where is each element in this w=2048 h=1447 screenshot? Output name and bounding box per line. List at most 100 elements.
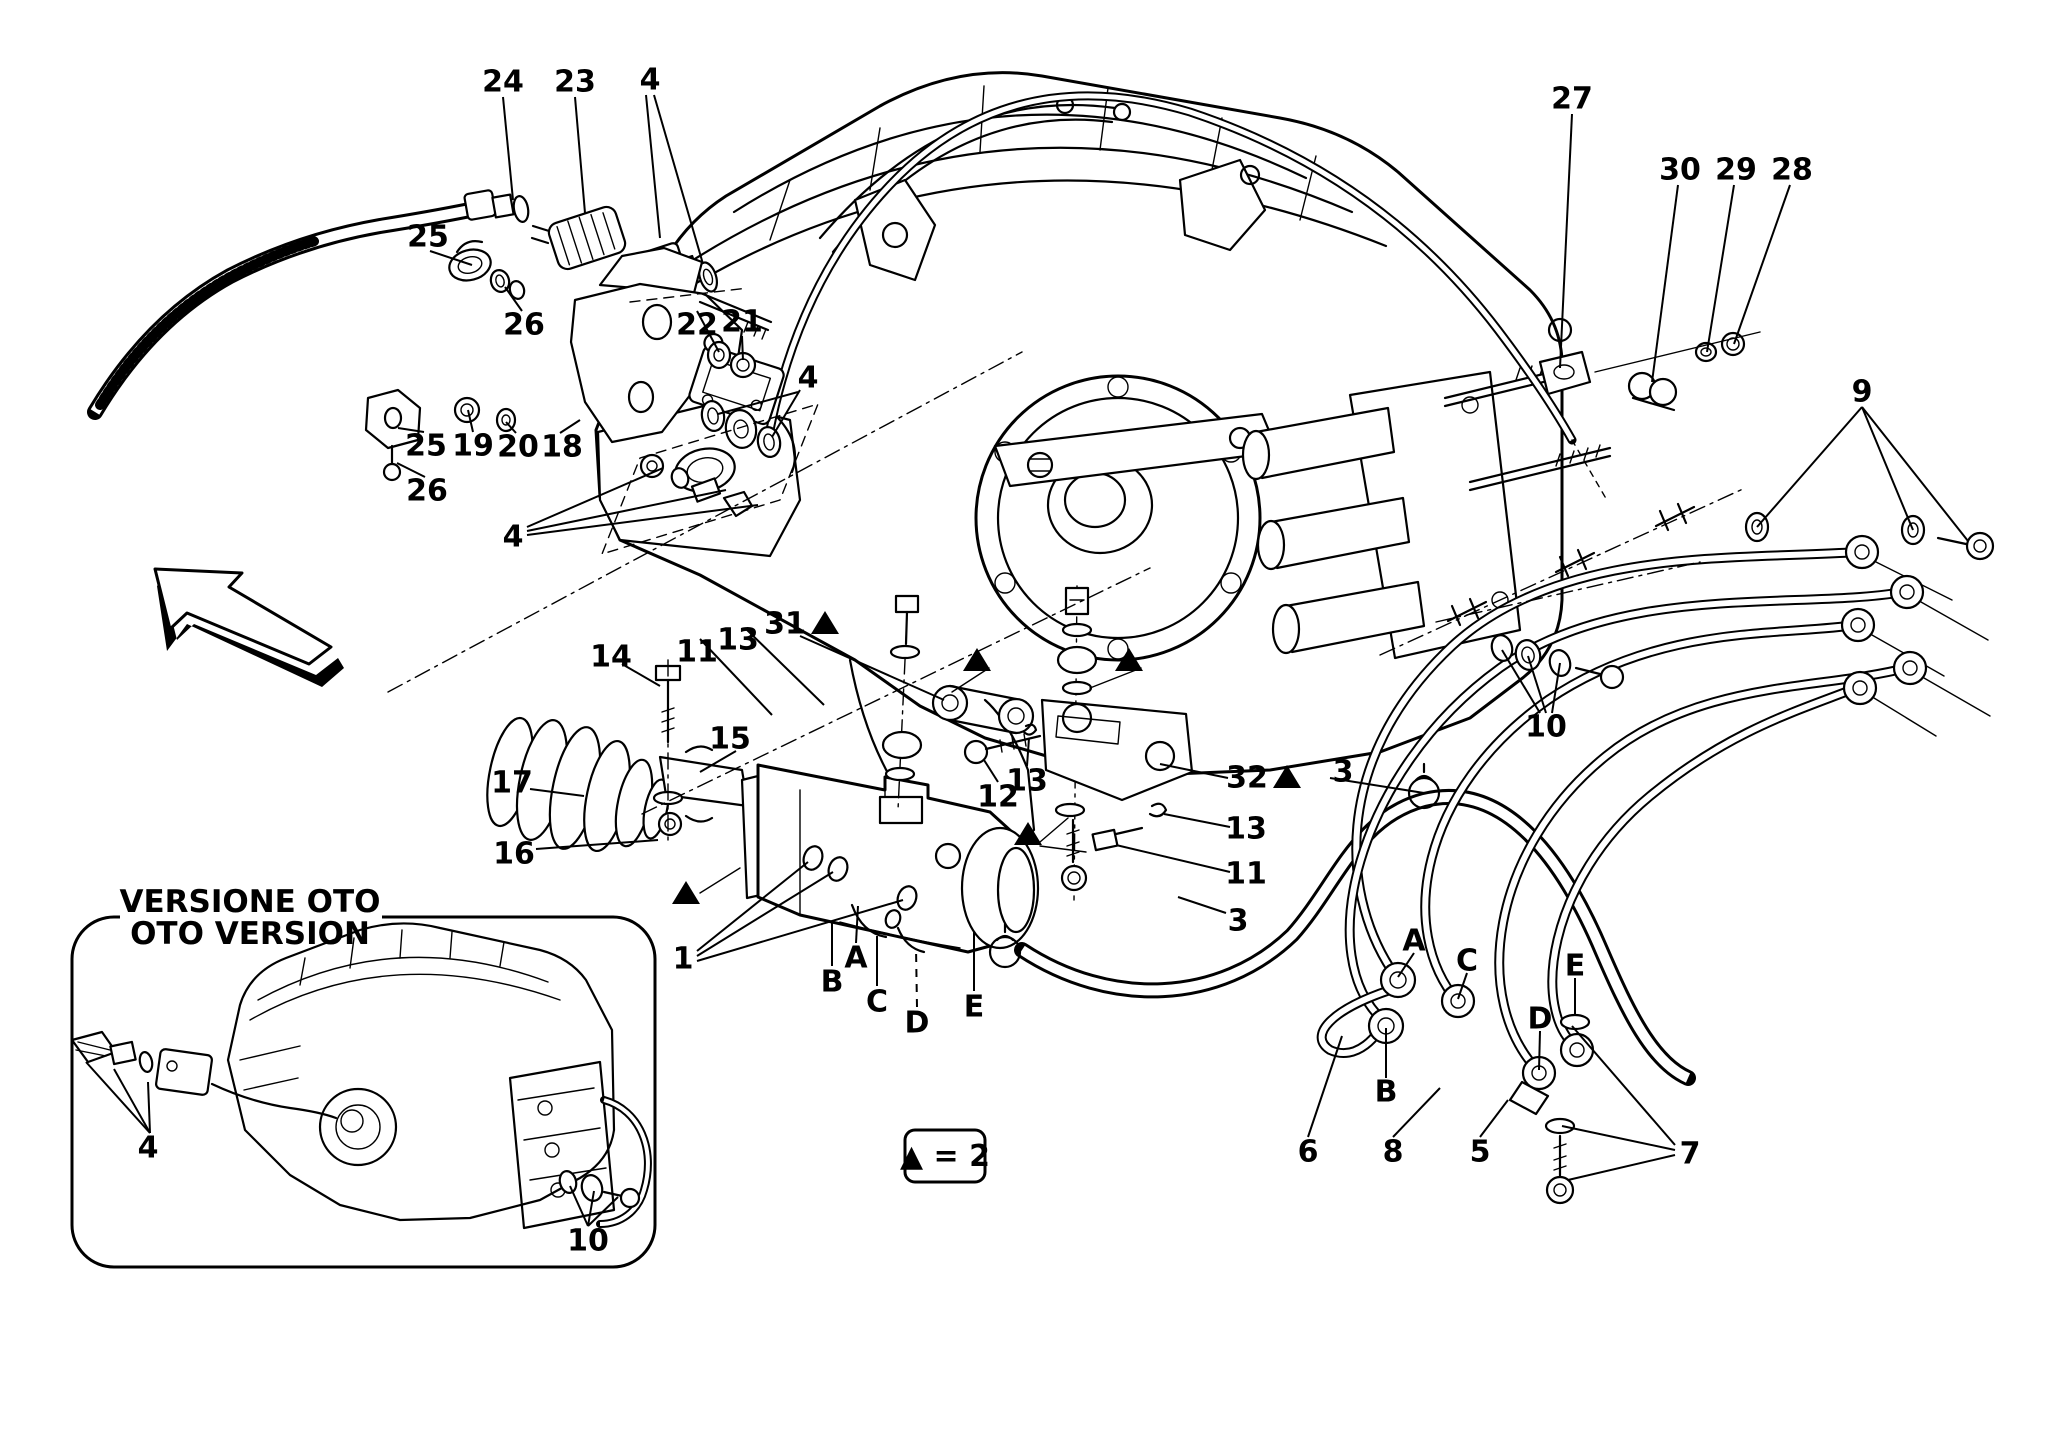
callout-label: 11 xyxy=(676,635,718,670)
callout-label: 4 xyxy=(798,361,819,396)
washers-bolt-9 xyxy=(1744,511,1995,561)
leader-line xyxy=(1501,649,1541,714)
callout-label: 12 xyxy=(977,780,1019,815)
mount-stack-right xyxy=(1054,585,1098,901)
nut-19 xyxy=(453,396,481,424)
inset-title-line2: OTO VERSION xyxy=(130,916,370,952)
callout-label: E xyxy=(964,990,985,1025)
callout-label: 14 xyxy=(590,640,632,675)
leader-line xyxy=(1479,1099,1509,1138)
link-31 xyxy=(931,684,1035,735)
callout-label: C xyxy=(866,985,888,1020)
leader-line xyxy=(855,905,859,944)
clamp-25-lower xyxy=(364,388,422,482)
callout-label: 32 xyxy=(1226,761,1268,796)
inset-title-line1: VERSIONE OTO xyxy=(119,884,380,920)
callout-label: 3 xyxy=(1333,755,1354,790)
bolt-12 xyxy=(963,723,1042,765)
leader-line xyxy=(983,759,999,783)
washer-29 xyxy=(1694,341,1718,363)
leader-line xyxy=(1329,777,1425,794)
banjo-fittings-lower xyxy=(1367,961,1595,1205)
banjo-fittings-upper xyxy=(1840,534,1991,737)
leader-line xyxy=(699,638,773,716)
leader-line xyxy=(799,635,945,701)
callout-label: 4 xyxy=(640,63,661,98)
callout-label: 19 xyxy=(452,429,494,464)
leader-line xyxy=(1392,1087,1441,1138)
quantity-triangle-marker xyxy=(963,648,991,671)
bolt-26 xyxy=(382,462,402,482)
leader-line xyxy=(587,1196,619,1227)
flange-bolt xyxy=(1060,864,1088,892)
leader-line xyxy=(696,310,720,353)
actuator-body xyxy=(756,763,1014,954)
callout-label: 7 xyxy=(1680,1137,1701,1172)
callout-label: B xyxy=(821,965,844,1000)
leader-line xyxy=(1733,184,1791,345)
leader-line xyxy=(147,1081,151,1134)
leader-line xyxy=(1397,952,1415,978)
callout-label: 3 xyxy=(1228,904,1249,939)
callout-label: 22 xyxy=(676,308,718,343)
actuator-top-boss xyxy=(878,795,924,825)
leader-line xyxy=(396,462,426,478)
bracket-32 xyxy=(1040,698,1194,802)
axis-line xyxy=(641,567,1151,815)
leader-line xyxy=(535,839,659,850)
quantity-triangle-marker xyxy=(672,881,700,904)
bleed-port xyxy=(896,885,918,911)
callout-label: 25 xyxy=(405,429,447,464)
leader-line xyxy=(526,467,664,528)
leader-line xyxy=(1307,1035,1343,1138)
callout-label: 21 xyxy=(721,305,763,340)
screw-11-right xyxy=(1091,826,1144,852)
leader-line xyxy=(621,663,661,687)
clamp-25-upper xyxy=(448,240,492,282)
leader-line xyxy=(587,1190,595,1227)
braided-sheath xyxy=(95,236,320,410)
leader-line xyxy=(397,427,425,433)
leader-line xyxy=(505,421,517,434)
callout-label: D xyxy=(905,1006,930,1041)
leader-line xyxy=(559,419,581,434)
callout-label: 23 xyxy=(554,65,596,100)
leader-line xyxy=(1651,184,1679,383)
switch-connector-parts xyxy=(639,453,754,518)
leader-line xyxy=(85,1061,151,1134)
leader-line xyxy=(429,250,473,266)
leader-line xyxy=(529,788,585,797)
inset-oto-version: VERSIONE OTO OTO VERSION xyxy=(70,880,657,1269)
callout-label: 11 xyxy=(1225,857,1267,892)
direction-arrow xyxy=(153,567,344,687)
washer-E xyxy=(1559,1013,1591,1031)
elbow-fitting-D xyxy=(1508,1055,1557,1116)
legend-text: ▲ = 2 xyxy=(900,1139,990,1174)
callout-label: 8 xyxy=(1383,1135,1404,1170)
callout-label: 20 xyxy=(497,430,539,465)
leader-line xyxy=(1159,763,1229,779)
leader-line xyxy=(1756,406,1863,528)
leader-line xyxy=(1861,406,1914,531)
callout-label: 4 xyxy=(503,520,524,555)
leader-line xyxy=(645,94,661,239)
clip-13 xyxy=(1022,723,1038,736)
hose-clamp xyxy=(1407,762,1441,810)
callout-label: 29 xyxy=(1715,153,1757,188)
hose-clamp xyxy=(988,922,1022,969)
washer-7 xyxy=(1544,1117,1576,1135)
leader-line xyxy=(1115,844,1231,873)
callout-label: 5 xyxy=(1470,1135,1491,1170)
bleed-port xyxy=(802,845,824,871)
callout-label: 10 xyxy=(1525,710,1567,745)
callout-label: 15 xyxy=(709,722,751,757)
callout-label: 27 xyxy=(1551,82,1593,117)
leader-line xyxy=(113,1068,151,1134)
bolt-14-stack xyxy=(652,659,684,841)
bolt-7 xyxy=(1545,1134,1575,1205)
cable-end-fitting-24 xyxy=(463,189,530,223)
callout-label: 30 xyxy=(1659,153,1701,188)
legend-box: ▲ = 2 xyxy=(900,1128,990,1184)
